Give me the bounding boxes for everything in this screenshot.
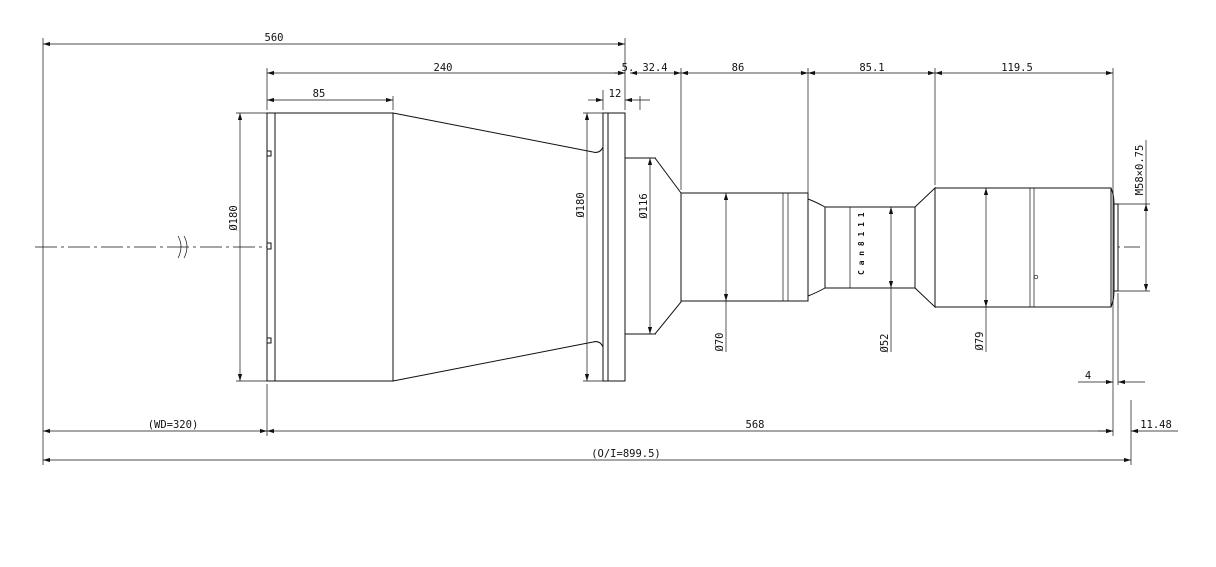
dim-5: 5. (622, 62, 635, 74)
dim-4: 4 (1085, 370, 1091, 382)
extension-lines (266, 38, 1132, 465)
dim-119-5: 119.5 (1001, 62, 1033, 74)
break-symbol (177, 235, 188, 259)
dim-dia-70: Ø70 (714, 333, 726, 352)
dim-dia-180-flange: Ø180 (575, 192, 587, 217)
dim-85: 85 (313, 88, 326, 100)
dim-thread: M58×0.75 (1134, 145, 1146, 196)
dim-11-48: 11.48 (1140, 419, 1172, 431)
dim-12: 12 (609, 88, 622, 100)
barrel-52 (824, 206, 916, 289)
dim-oi: (O/I=899.5) (591, 448, 661, 460)
barrel-70 (680, 192, 809, 302)
ring-marks: C a n 8 1 1 1 (857, 212, 866, 275)
dim-wd: (WD=320) (148, 419, 199, 431)
dim-dia-180-front: Ø180 (228, 205, 240, 230)
dim-568: 568 (746, 419, 765, 431)
dim-dia-52: Ø52 (879, 334, 891, 353)
dim-240: 240 (434, 62, 453, 74)
dim-dia-79: Ø79 (974, 332, 986, 351)
tapered-section (624, 157, 682, 335)
barrel-79 (934, 187, 1112, 308)
dim-85-1: 85.1 (859, 62, 884, 74)
lens-body (266, 112, 1119, 382)
dim-dia-116: Ø116 (638, 193, 650, 218)
flange-plate (607, 112, 626, 382)
neck-section (807, 198, 826, 297)
dim-86: 86 (732, 62, 745, 74)
rear-taper (914, 186, 936, 309)
dim-560: 560 (265, 32, 284, 44)
dim-32-4: 32.4 (642, 62, 667, 74)
flange (602, 112, 609, 382)
front-barrel (274, 112, 394, 382)
mount-thread (1113, 203, 1119, 292)
conical-section (392, 112, 604, 382)
